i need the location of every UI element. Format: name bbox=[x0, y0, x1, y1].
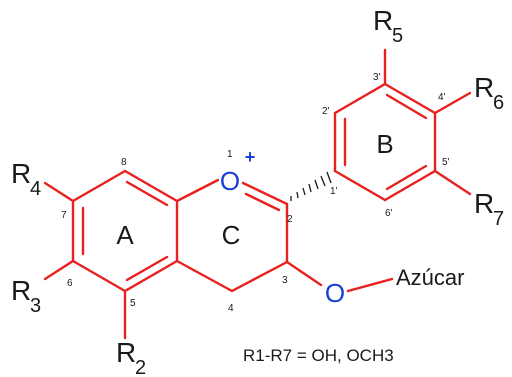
locant-4: 4 bbox=[228, 303, 234, 314]
locant-3: 3 bbox=[282, 275, 288, 286]
r5-subscript: 5 bbox=[392, 25, 403, 47]
locant-5-prime: 5' bbox=[442, 157, 450, 168]
r6-subscript: 6 bbox=[493, 92, 504, 114]
r7-base: R bbox=[474, 188, 494, 219]
ring-c-label: C bbox=[222, 220, 241, 250]
atom-numbering: 1 2 3 4 5 6 7 8 1' 2' 3' 4' 5' 6' bbox=[61, 72, 450, 314]
locant-1-prime: 1' bbox=[330, 186, 338, 197]
locant-2-prime: 2' bbox=[322, 106, 330, 117]
substituent-r7: R 7 bbox=[474, 188, 504, 230]
locant-2: 2 bbox=[287, 214, 293, 225]
r4-subscript: 4 bbox=[30, 178, 41, 200]
r2-subscript: 2 bbox=[135, 357, 146, 377]
r2-base: R bbox=[116, 337, 136, 368]
positive-charge-sign: + bbox=[245, 147, 256, 167]
substituent-bonds bbox=[43, 48, 472, 340]
locant-4-prime: 4' bbox=[438, 92, 446, 103]
locant-1: 1 bbox=[227, 149, 233, 160]
ether-oxygen-atom: O bbox=[325, 278, 345, 308]
r7-subscript: 7 bbox=[493, 208, 504, 230]
locant-8: 8 bbox=[121, 157, 127, 168]
r3-subscript: 3 bbox=[30, 295, 41, 317]
substituent-r6: R 6 bbox=[474, 72, 504, 114]
stereo-hashed-bond bbox=[290, 171, 332, 201]
ring-a-label: A bbox=[116, 220, 134, 250]
ring-c-bonds bbox=[175, 178, 289, 293]
substituent-r4: R 4 bbox=[11, 158, 41, 200]
substituent-r2: R 2 bbox=[116, 337, 146, 377]
r5-base: R bbox=[373, 5, 393, 36]
r6-base: R bbox=[474, 72, 494, 103]
ring-b-label: B bbox=[376, 129, 393, 159]
sugar-label: Azúcar bbox=[396, 265, 464, 290]
substituent-r5: R 5 bbox=[373, 5, 403, 47]
locant-5: 5 bbox=[130, 298, 136, 309]
r3-base: R bbox=[11, 275, 31, 306]
r4-base: R bbox=[11, 158, 31, 189]
locant-6: 6 bbox=[67, 278, 73, 289]
locant-7: 7 bbox=[61, 210, 67, 221]
locant-3-prime: 3' bbox=[373, 72, 381, 83]
substituent-note: R1-R7 = OH, OCH3 bbox=[243, 346, 394, 365]
ring-b-bonds bbox=[333, 82, 437, 202]
ring-a-bonds bbox=[71, 169, 179, 293]
ring-oxygen-atom: O bbox=[220, 166, 240, 196]
locant-6-prime: 6' bbox=[385, 208, 393, 219]
substituent-r3: R 3 bbox=[11, 275, 41, 317]
